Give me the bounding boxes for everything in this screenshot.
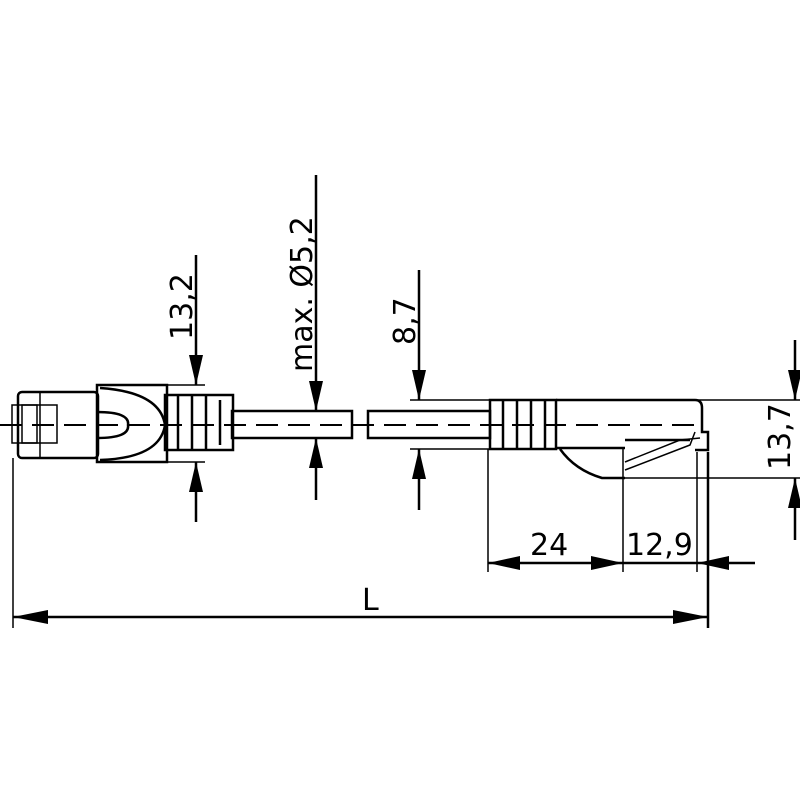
label-8-7: 8,7 [388, 297, 423, 345]
label-L: L [362, 583, 379, 618]
dim-8-7 [410, 270, 490, 510]
label-12-9: 12,9 [626, 528, 693, 563]
label-max-diameter: max. Ø5,2 [285, 216, 320, 372]
right-connector [488, 398, 710, 480]
left-connector [11, 383, 235, 464]
dim-5-2 [309, 175, 323, 500]
label-13-2: 13,2 [165, 273, 200, 340]
label-13-7: 13,7 [763, 403, 798, 470]
label-24: 24 [530, 528, 568, 563]
dim-13-2 [165, 255, 205, 522]
dim-13-7 [602, 340, 800, 540]
left-strain-relief [163, 393, 235, 452]
cable-left [230, 409, 354, 440]
dim-lengths [12, 448, 755, 628]
